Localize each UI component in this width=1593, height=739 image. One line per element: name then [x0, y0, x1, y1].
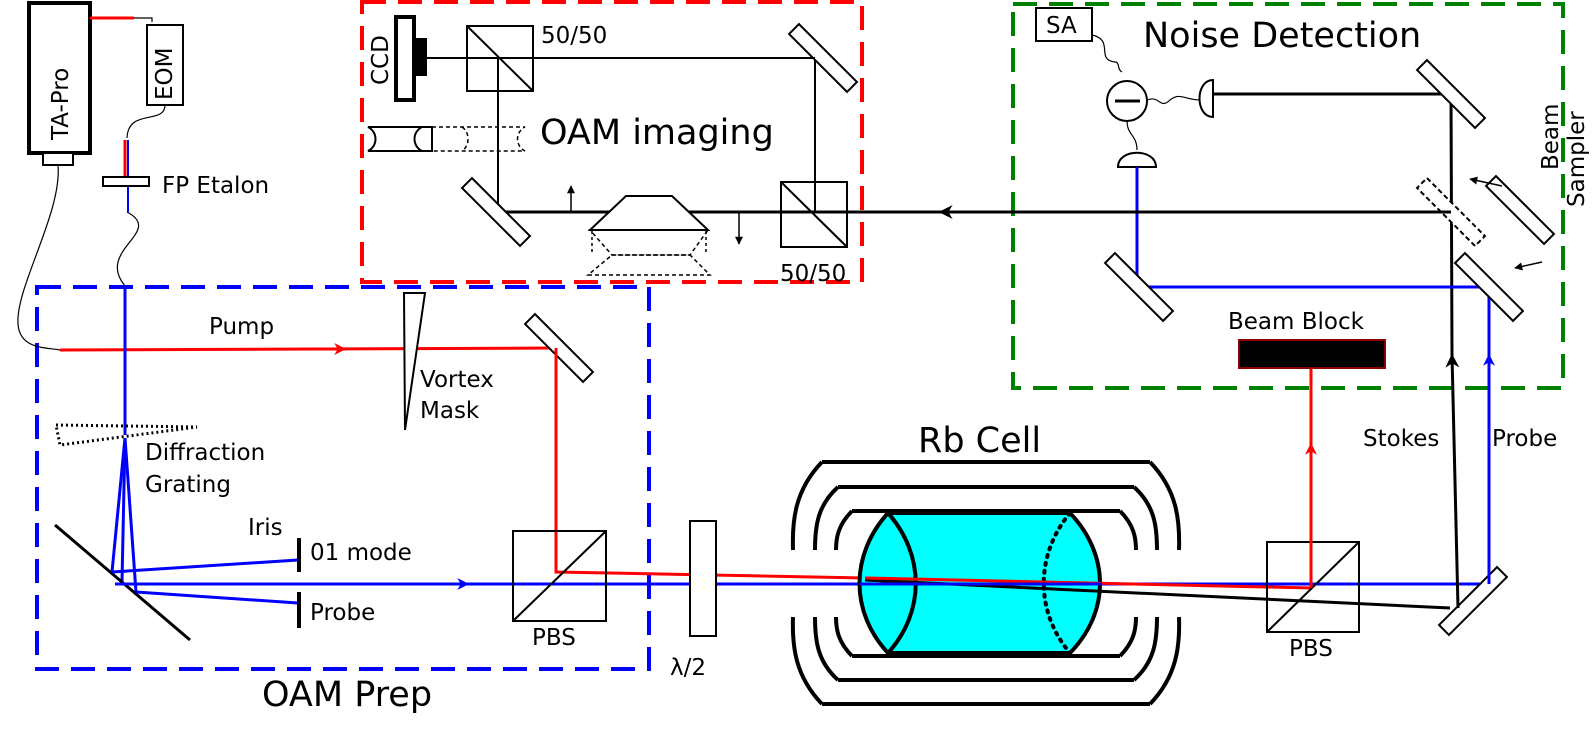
probe-iris-label: Probe — [310, 600, 375, 626]
spectrum-analyzer — [1035, 7, 1093, 42]
fiber-etalon-probe — [116, 211, 140, 287]
oam-imaging-region — [360, 0, 864, 284]
pbs-right-diagonal — [1266, 541, 1360, 633]
magnetic-shield — [790, 460, 1182, 706]
sampler-move-arrow-1 — [1469, 176, 1503, 187]
pbs-left — [512, 530, 607, 622]
ccd-label: CCD — [368, 35, 394, 85]
halfwave-plate — [689, 520, 717, 637]
noise-detection-title: Noise Detection — [1143, 16, 1421, 56]
mode-01-label: 01 mode — [310, 540, 412, 566]
ccd-sensor — [414, 38, 427, 76]
fiber-laser-eom — [134, 17, 153, 22]
mode01-beam-iris — [111, 558, 299, 574]
stokes-up-beam-tail — [1449, 93, 1454, 356]
imaging-mirror-bottomleft — [460, 176, 532, 248]
diffracted-beam-1 — [110, 437, 127, 573]
splitter-top — [466, 25, 534, 92]
vortex-mask-label-2: Mask — [420, 398, 480, 424]
sa-label: SA — [1046, 13, 1077, 39]
beam-sampler — [1484, 174, 1556, 246]
pbs-left-diagonal — [512, 530, 607, 622]
probe-right-label: Probe — [1492, 426, 1557, 452]
cylindrical-lens-pair — [367, 126, 526, 152]
oam-imaging-title: OAM imaging — [540, 113, 774, 153]
beam-sampler-label-2: Sampler — [1564, 111, 1590, 207]
imaging-mirror-topright — [787, 22, 859, 94]
stokes-label: Stokes — [1363, 426, 1439, 452]
grating-label-2: Grating — [145, 472, 231, 498]
fp-etalon-label: FP Etalon — [162, 173, 269, 199]
diffracted-beam-2 — [123, 437, 138, 593]
stokes-up-beam — [1445, 353, 1460, 609]
grating-label-1: Diffraction — [145, 440, 265, 466]
fiber-eom-etalon — [126, 104, 166, 139]
iris-label: Iris — [248, 515, 283, 541]
noise-mirror-right — [1453, 251, 1525, 323]
noise-mirror-left — [1103, 251, 1175, 323]
pump-mirror — [523, 312, 595, 384]
ta-pro-laser — [27, 1, 92, 155]
stokes-mirror — [1437, 565, 1509, 637]
splitter-bottom-diagonal — [780, 181, 848, 248]
diffracted-beam-3 — [120, 437, 127, 583]
ccd-camera — [394, 15, 416, 102]
vortex-mask-label-1: Vortex — [420, 367, 494, 393]
beam-block-label: Beam Block — [1228, 309, 1365, 335]
halfwave-label: λ/2 — [670, 655, 706, 681]
fp-etalon — [102, 176, 150, 187]
pump-label: Pump — [209, 314, 274, 340]
detector-cable-2 — [1126, 120, 1138, 151]
noise-mirror-top — [1415, 58, 1487, 130]
vortex-mask — [402, 292, 427, 431]
oam-prep-region — [35, 285, 651, 671]
pump-beam-down — [554, 348, 866, 580]
pbs-left-label: PBS — [532, 625, 576, 651]
fiber-laser-pump — [17, 164, 61, 351]
laser-output-port — [42, 152, 74, 166]
detector-cable-1 — [1146, 95, 1201, 105]
beam-sampler-label-1: Beam — [1538, 104, 1564, 170]
photodetector-2 — [1116, 151, 1158, 168]
eom-label: EOM — [152, 48, 178, 100]
oam-prep-title: OAM Prep — [262, 675, 432, 715]
pbs-right-label: PBS — [1289, 636, 1333, 662]
beam-block — [1238, 339, 1386, 369]
rb-cell-title: Rb Cell — [918, 421, 1041, 461]
pbs-right — [1266, 541, 1360, 633]
splitter-bottom-label: 50/50 — [780, 261, 846, 287]
sampler-move-arrow-2 — [1514, 261, 1543, 271]
rb-cell-back-window — [1041, 511, 1072, 655]
diffraction-grating — [54, 423, 198, 447]
splitter-top-label: 50/50 — [541, 23, 607, 49]
dove-prism — [585, 195, 712, 276]
probe-beam-iris — [135, 590, 299, 605]
sa-cable — [1091, 34, 1123, 73]
noise-detection-region — [1011, 2, 1565, 390]
splitter-top-diagonal — [466, 25, 534, 92]
ta-pro-label: TA-Pro — [48, 68, 74, 141]
photodetector-1 — [1198, 78, 1214, 119]
